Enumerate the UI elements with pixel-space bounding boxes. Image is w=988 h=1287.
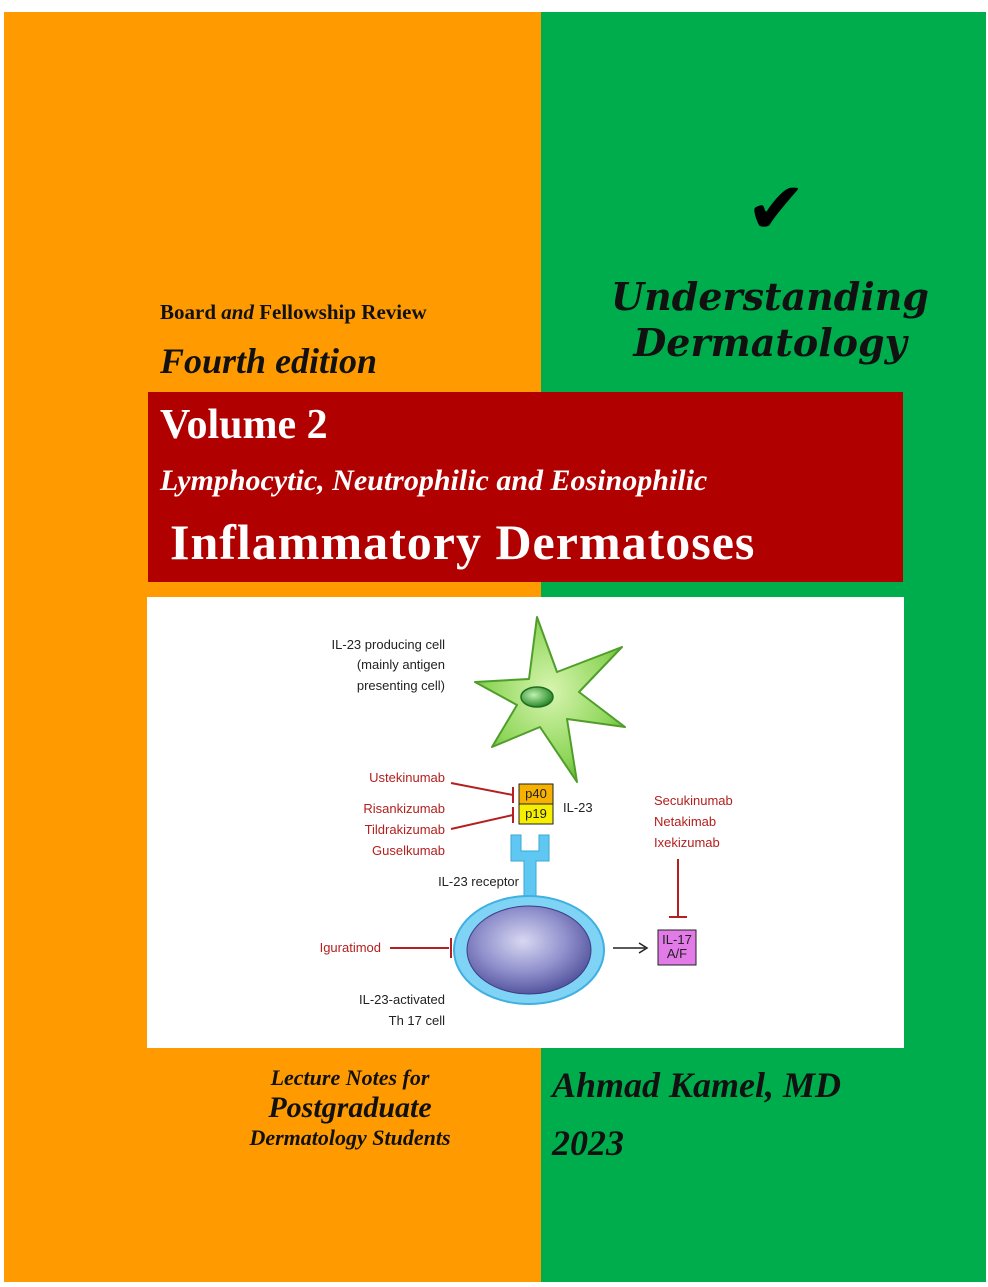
publication-year: 2023 xyxy=(552,1123,624,1163)
lecture-line1: Lecture Notes for xyxy=(270,1065,430,1090)
tildrakizumab-label: Tildrakizumab xyxy=(365,822,445,837)
apc-nucleus xyxy=(520,686,554,708)
review-text-and: and xyxy=(221,300,254,324)
iguratimod-label: Iguratimod xyxy=(320,940,381,955)
p19-label: p19 xyxy=(525,806,547,821)
il17-arrow-head xyxy=(638,942,649,954)
p19-inhibition-line xyxy=(450,814,514,830)
lecture-line3: Dermatology Students xyxy=(249,1125,451,1150)
apc-label-3: presenting cell) xyxy=(357,678,445,693)
il17-label-1: IL-17 xyxy=(662,932,692,947)
lecture-line2: Postgraduate xyxy=(268,1091,432,1124)
check-icon: ✔ xyxy=(746,166,807,250)
ustekinumab-inhibition-line xyxy=(450,782,514,796)
volume-label: Volume 2 xyxy=(160,402,328,448)
book-title: Inflammatory Dermatoses xyxy=(170,514,756,570)
secukinumab-label: Secukinumab xyxy=(654,793,733,808)
series-title-line1: Understanding xyxy=(611,274,929,319)
author-name: Ahmad Kamel, MD xyxy=(552,1065,842,1105)
apc-label-1: IL-23 producing cell xyxy=(332,637,446,652)
th17-label-1: IL-23-activated xyxy=(359,992,445,1007)
series-title: Understanding Dermatology xyxy=(600,274,940,366)
il23-receptor xyxy=(510,834,550,904)
ixekizumab-label: Ixekizumab xyxy=(654,835,720,850)
subtitle: Lymphocytic, Neutrophilic and Eosinophil… xyxy=(160,464,708,497)
review-text-start: Board xyxy=(160,300,222,324)
th17-label-2: Th 17 cell xyxy=(389,1013,445,1028)
review-line: Board and Fellowship Review xyxy=(160,300,427,325)
il23-pathway-diagram: IL-23 producing cell (mainly antigen pre… xyxy=(147,597,904,1048)
risankizumab-label: Risankizumab xyxy=(363,801,445,816)
edition: Fourth edition xyxy=(160,341,378,381)
apc-label-2: (mainly antigen xyxy=(357,657,445,672)
p40-label: p40 xyxy=(525,786,547,801)
ustekinumab-label: Ustekinumab xyxy=(369,770,445,785)
th17-nucleus xyxy=(466,905,592,995)
series-title-line2: Dermatology xyxy=(633,320,907,365)
il23-label: IL-23 xyxy=(563,800,593,815)
netakimab-label: Netakimab xyxy=(654,814,716,829)
receptor-label: IL-23 receptor xyxy=(438,874,520,889)
title-band xyxy=(148,392,903,582)
lecture-notes: Lecture Notes for Postgraduate Dermatolo… xyxy=(220,1064,480,1152)
review-text-end: Fellowship Review xyxy=(253,300,427,324)
il17-label-2: A/F xyxy=(667,946,687,961)
p19-box xyxy=(518,803,554,825)
pathway-svg: IL-23 producing cell (mainly antigen pre… xyxy=(320,616,733,1028)
guselkumab-label: Guselkumab xyxy=(372,843,445,858)
il17-box xyxy=(657,929,697,966)
